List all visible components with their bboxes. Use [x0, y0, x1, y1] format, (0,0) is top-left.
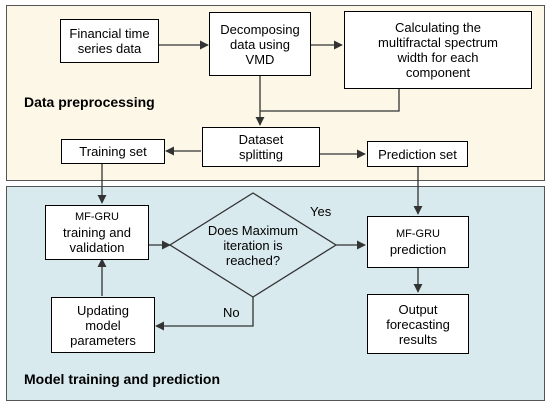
calculating-box: Calculating the multifractal spectrum wi… — [344, 11, 532, 89]
decomposing-label: Decomposing data using VMD — [220, 21, 300, 67]
decision-diamond — [168, 192, 338, 298]
mfgru-prediction-label: prediction — [389, 242, 447, 257]
training-set-box: Training set — [61, 139, 165, 164]
model-training-label: Model training and prediction — [24, 371, 220, 387]
arrow-decision-no — [155, 292, 254, 331]
output-results-label: Output forecasting results — [386, 301, 450, 347]
calculating-label: Calculating the multifractal spectrum wi… — [378, 20, 498, 80]
data-preprocessing-label: Data preprocessing — [24, 94, 155, 110]
mfgru-training-box: MF-GRU training and validation — [45, 205, 149, 260]
updating-params-box: Updating model parameters — [51, 297, 155, 353]
dataset-splitting-label: Dataset splitting — [238, 132, 284, 162]
prediction-set-label: Prediction set — [378, 146, 457, 162]
financial-data-box: Financial time series data — [60, 19, 159, 63]
prediction-set-box: Prediction set — [367, 141, 468, 167]
updating-params-label: Updating model parameters — [70, 302, 136, 348]
yes-label: Yes — [310, 204, 332, 219]
mfgru-prediction-tag: MF-GRU — [396, 228, 440, 240]
no-label: No — [223, 305, 240, 320]
max-iteration-question: Does Maximum iteration is reached? — [207, 222, 299, 268]
mfgru-prediction-box: MF-GRU prediction — [367, 216, 469, 268]
decomposing-box: Decomposing data using VMD — [209, 12, 311, 76]
output-results-box: Output forecasting results — [367, 294, 469, 354]
mfgru-training-label: training and validation — [63, 225, 131, 255]
dataset-splitting-box: Dataset splitting — [202, 127, 320, 167]
mfgru-training-tag: MF-GRU — [75, 211, 119, 223]
training-set-label: Training set — [79, 144, 147, 159]
financial-data-label: Financial time series data — [69, 26, 150, 56]
line-calculating-to-junction — [260, 88, 400, 112]
